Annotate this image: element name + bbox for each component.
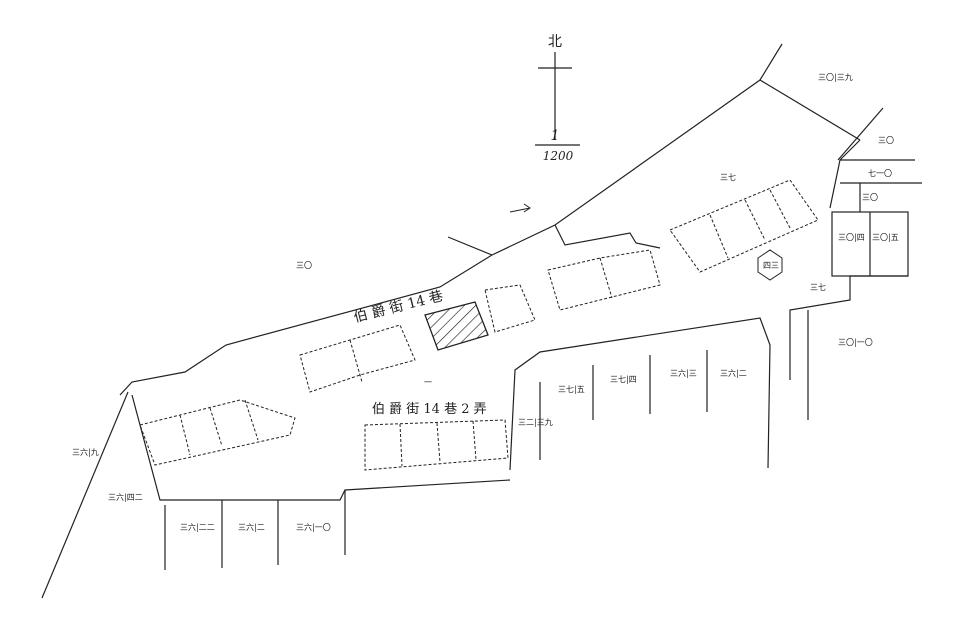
boundary-west [41, 391, 129, 599]
lot-number: 三七|四 [610, 375, 637, 384]
lot-number: 三六|二 [720, 368, 747, 378]
lot-number: 三六|二 [238, 522, 265, 532]
lot-number: 四三 [763, 261, 779, 270]
boundary-main-diagonal [119, 79, 861, 396]
lot-number: 三六|四二 [108, 492, 143, 502]
lot-number: 七一〇 [868, 169, 892, 178]
scale-numerator: 1 [551, 128, 560, 144]
lot-number: 三六|一〇 [296, 522, 331, 532]
highlighted-parcel [424, 301, 489, 351]
lot-number: 三〇 [878, 136, 894, 145]
street-label-lane14-alley2: 伯 爵 街 14 巷 2 弄 [372, 402, 487, 417]
building-lane14 [484, 284, 536, 333]
hexagon-marker [757, 249, 783, 281]
boundary-right-diag [837, 107, 884, 161]
building-upper-right [669, 179, 819, 273]
boundary-upper-inner [554, 224, 661, 249]
lot-number: 三七 [810, 283, 826, 292]
lot-number: 一 [424, 378, 432, 387]
boundary-right-upper [829, 139, 861, 209]
north-arrow [535, 52, 580, 146]
building-row-mid [299, 324, 416, 393]
buildings [139, 179, 819, 471]
lot-number: 三〇|五 [872, 233, 899, 242]
building-row-south [364, 419, 509, 471]
lot-number: 三〇 [862, 193, 878, 202]
building-upper [547, 249, 661, 311]
boundary-top-right [759, 43, 783, 81]
lot-number: 三六|三 [670, 368, 697, 378]
building-row-west [139, 399, 296, 466]
lot-number: 三〇|一〇 [838, 338, 873, 347]
lot-number: 三七|五 [558, 385, 585, 394]
north-label: 北 [548, 34, 562, 50]
parcel-boundaries [41, 43, 922, 599]
lot-number: 三〇|四 [838, 233, 865, 242]
lot-number: 三六|九 [72, 447, 99, 457]
boundary-lower [131, 394, 511, 501]
lot-number: 三六|二二 [180, 522, 215, 532]
lot-number: 三〇 [296, 261, 312, 270]
scale-denominator: 1200 [543, 149, 574, 163]
lot-number: 三七 [720, 173, 736, 182]
boundary-south-row [509, 317, 771, 471]
lot-number: 三二|三九 [518, 418, 553, 427]
boundary-stub [447, 236, 493, 256]
direction-arrow-icon [509, 207, 531, 213]
lot-number: 三〇|三九 [818, 73, 853, 82]
boundary-right-lower [789, 275, 908, 380]
